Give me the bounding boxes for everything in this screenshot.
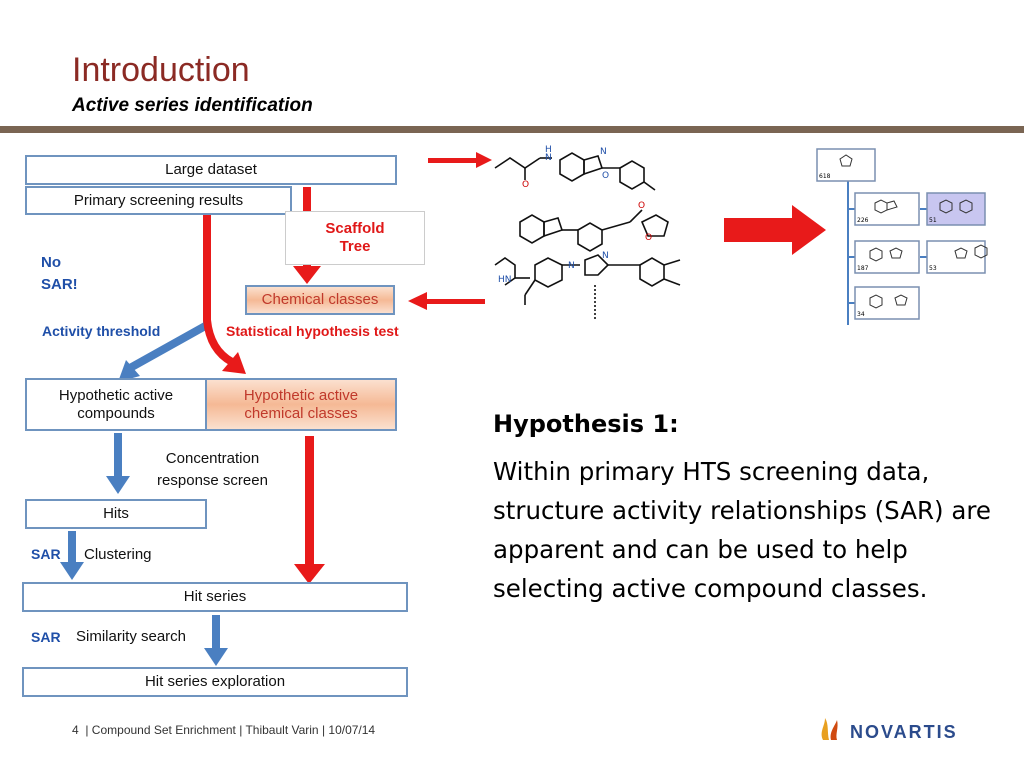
hypothesis-text: Within primary HTS screening data, struc…	[493, 457, 991, 603]
sar-label-similarity: SAR	[31, 629, 61, 645]
activity-threshold-label: Activity threshold	[42, 323, 161, 339]
slide-subtitle: Active series identification	[72, 95, 313, 116]
svg-text:N: N	[602, 251, 609, 261]
blue-arrow-activity	[128, 214, 211, 372]
hit-series-label: Hit series	[183, 588, 247, 605]
red-arrow-statistical	[203, 214, 235, 366]
blue-arrow-activity-head	[118, 360, 140, 382]
svg-text:51: 51	[929, 217, 937, 224]
tree-node-34	[854, 286, 920, 320]
hypothetic-compounds-label: Hypothetic active compounds	[58, 386, 174, 422]
svg-text:53: 53	[929, 265, 937, 272]
hits-box: Hits	[25, 499, 207, 529]
red-arrow-to-classes	[425, 299, 485, 304]
similarity-search-label: Similarity search	[76, 628, 187, 645]
tree-node-53	[926, 240, 986, 274]
statistical-test-label: Statistical hypothesis test	[226, 323, 399, 339]
tree-root-node	[816, 148, 876, 182]
hypothesis-heading: Hypothesis 1:	[493, 410, 679, 438]
hit-series-exploration-label: Hit series exploration	[144, 673, 286, 690]
header-rule	[0, 126, 1024, 133]
svg-text:HN: HN	[498, 275, 512, 285]
blue-arrow-clustering	[68, 531, 76, 564]
primary-screening-box: Primary screening results	[25, 186, 292, 215]
slide-title: Introduction	[72, 51, 250, 89]
svg-text:187: 187	[857, 265, 869, 272]
tree-node-187	[854, 240, 920, 274]
slide-footer: 4 | Compound Set Enrichment | Thibault V…	[72, 723, 375, 737]
svg-text:226: 226	[857, 217, 869, 224]
clustering-label: Clustering	[84, 546, 152, 563]
chemical-classes-label: Chemical classes	[261, 291, 379, 308]
red-arrow-hit-series	[305, 436, 314, 566]
hypothetic-classes-label: Hypothetic active chemical classes	[243, 386, 359, 422]
tree-root-count: 618	[819, 173, 831, 180]
novartis-logo: NOVARTIS	[850, 722, 958, 742]
svg-text:O: O	[602, 171, 609, 181]
svg-text:O: O	[638, 201, 645, 211]
scaffold-tree-box: Scaffold Tree	[285, 211, 425, 265]
large-dataset-label: Large dataset	[165, 161, 257, 178]
red-arrow-statistical-head	[222, 352, 246, 374]
blue-arrow-similarity	[212, 615, 220, 650]
primary-screening-label: Primary screening results	[73, 191, 244, 209]
sar-label-clustering: SAR	[31, 546, 61, 562]
hit-series-exploration-box: Hit series exploration	[22, 667, 408, 697]
svg-text:N: N	[568, 261, 575, 271]
molecule-structures: HN NO O O O HN N N	[494, 145, 681, 320]
large-dataset-box: Large dataset	[25, 155, 397, 185]
hypothetic-classes-box: Hypothetic active chemical classes	[205, 378, 397, 431]
svg-text:N: N	[600, 147, 607, 157]
scaffold-tree-diagram: 618 226 51 187 53 34	[816, 148, 988, 325]
page-number: 4	[72, 723, 79, 737]
scaffold-tree-label: Scaffold Tree	[325, 220, 385, 255]
blue-arrow-concentration	[114, 433, 122, 478]
hits-label: Hits	[103, 505, 129, 522]
tree-node-51	[926, 192, 986, 226]
chemical-classes-box: Chemical classes	[245, 285, 395, 315]
novartis-flame-icon	[821, 718, 838, 740]
svg-text:34: 34	[857, 311, 865, 318]
concentration-response-label: Concentration response screen	[157, 450, 268, 489]
red-arrow-scaffold-head	[293, 266, 321, 284]
no-sar-label: No SAR!	[41, 254, 78, 293]
red-arrow-to-molecules	[428, 158, 478, 163]
hit-series-box: Hit series	[22, 582, 408, 612]
svg-text:H: H	[545, 145, 552, 155]
svg-text:O: O	[522, 180, 529, 190]
svg-text:N: N	[545, 153, 552, 163]
footer-text: | Compound Set Enrichment | Thibault Var…	[85, 723, 376, 737]
red-arrow-to-tree	[724, 218, 794, 242]
hypothetic-compounds-box: Hypothetic active compounds	[25, 378, 207, 431]
svg-text:O: O	[645, 233, 652, 243]
